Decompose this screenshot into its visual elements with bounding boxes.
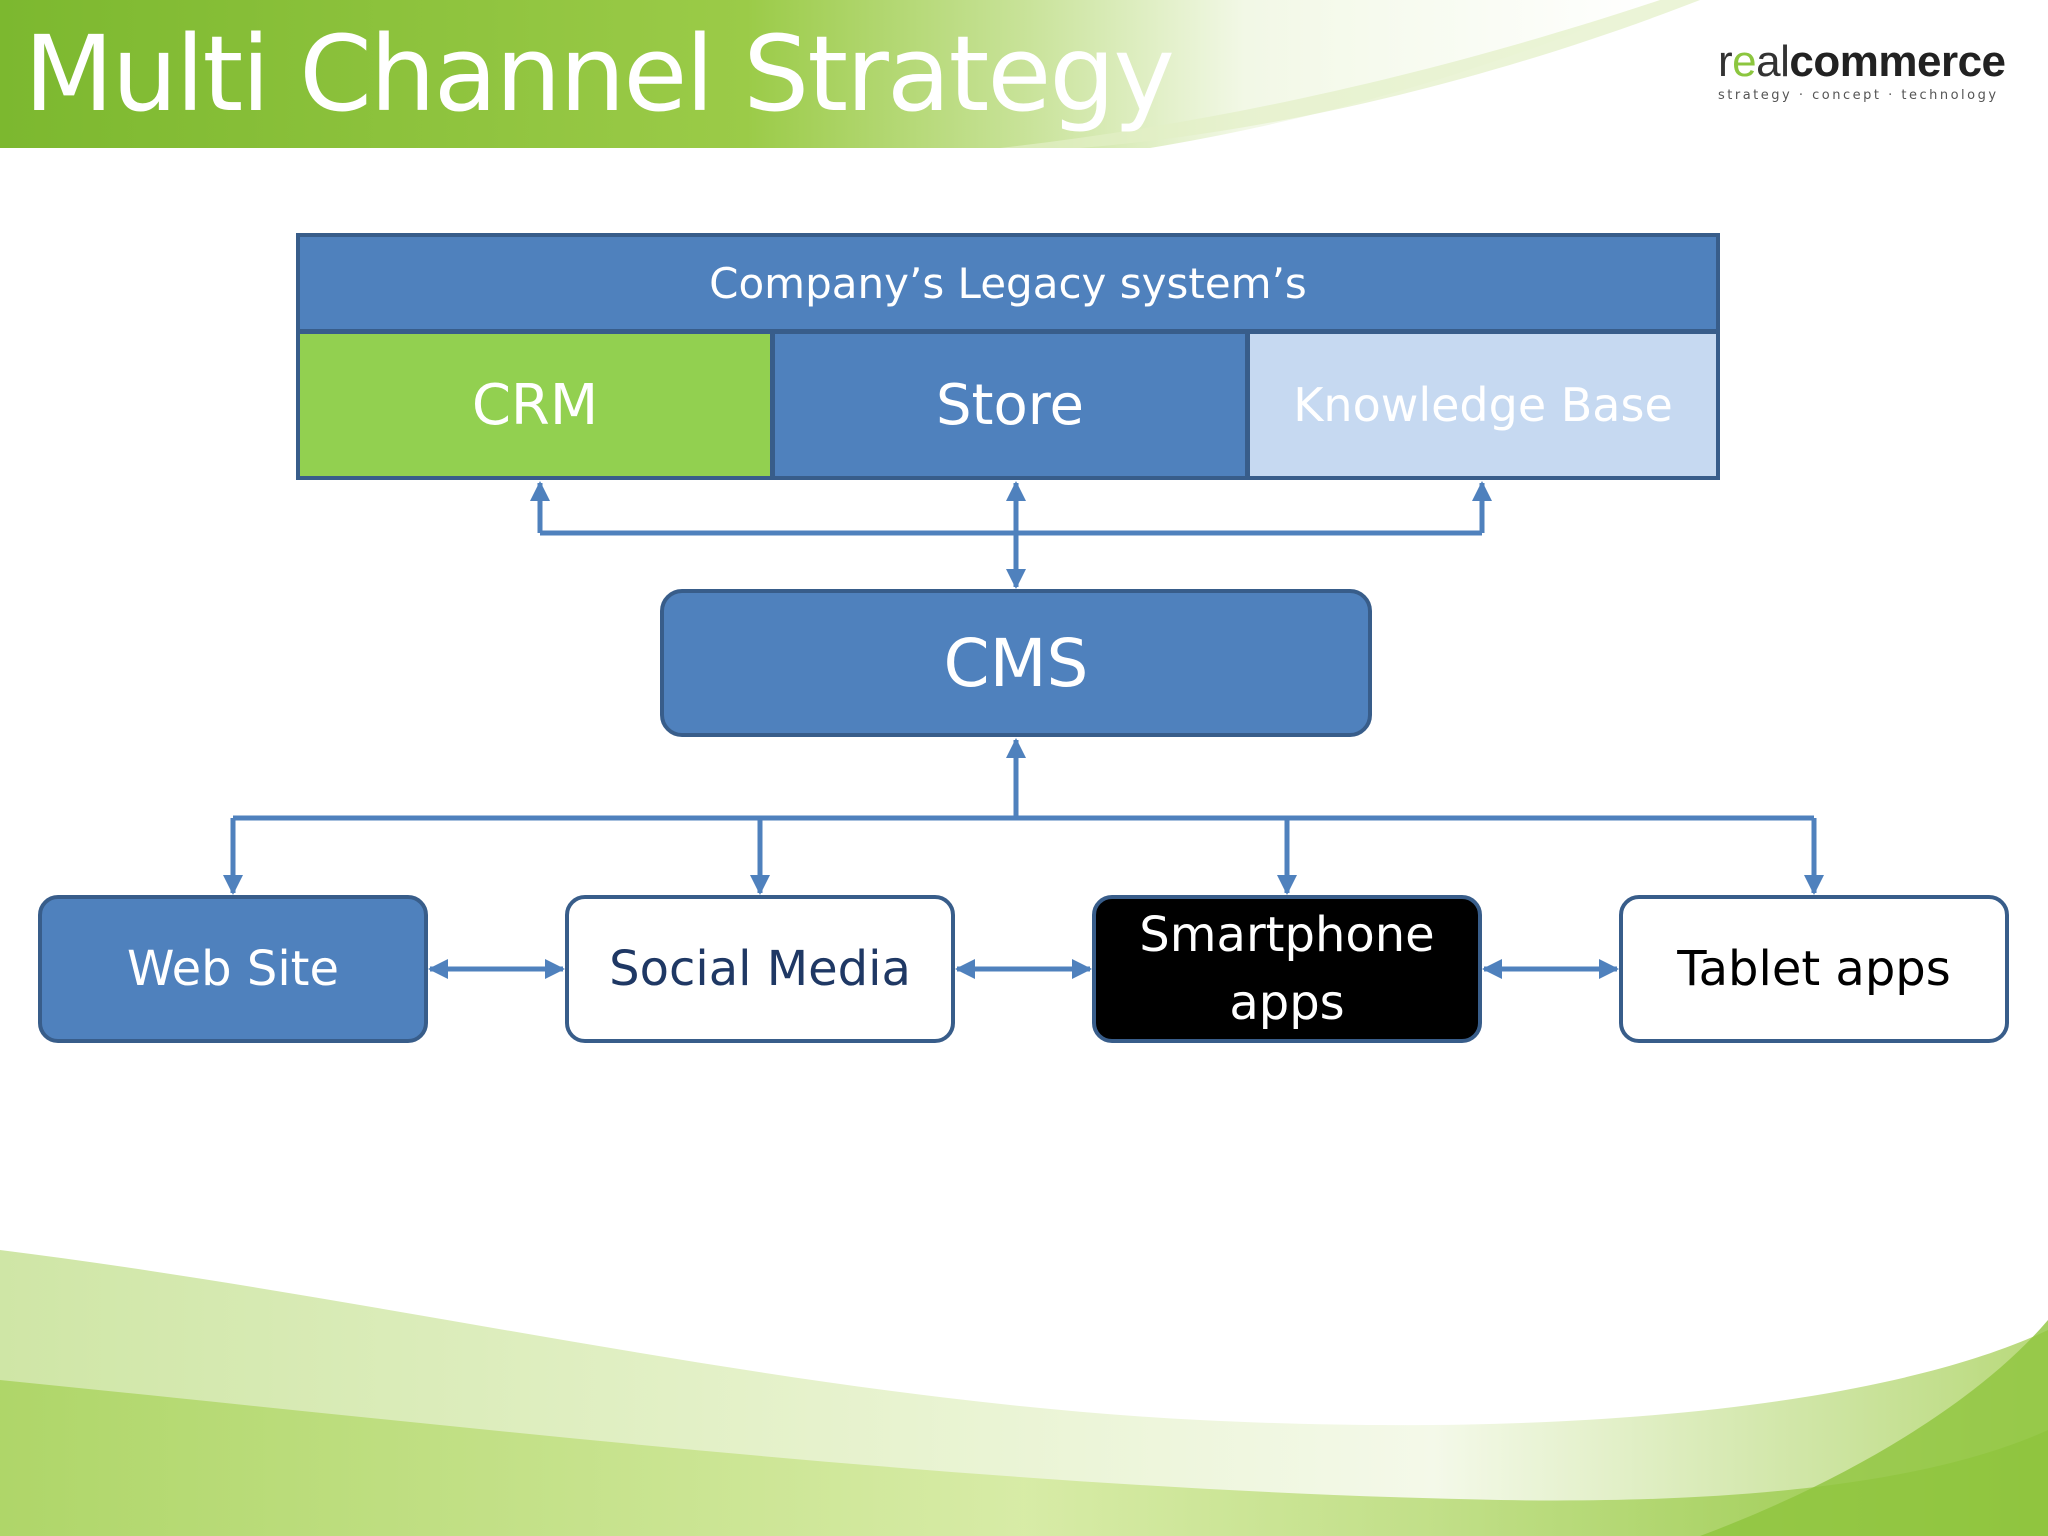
channel-tablet-apps: Tablet apps <box>1619 895 2009 1043</box>
legacy-systems-header: Company’s Legacy system’s <box>296 233 1720 333</box>
channel-social-media: Social Media <box>565 895 955 1043</box>
bottom-wave-dark <box>0 1380 2048 1536</box>
legacy-knowledge-base: Knowledge Base <box>1246 330 1720 480</box>
bottom-right-swoosh <box>1700 1320 2048 1536</box>
logo-word-bold: commerce <box>1789 37 2006 86</box>
channel-web-site: Web Site <box>38 895 428 1043</box>
channel-smartphone-apps: Smartphone apps <box>1092 895 1482 1043</box>
logo-tagline: strategy · concept · technology <box>1718 88 1999 103</box>
legacy-store: Store <box>771 330 1249 480</box>
slide-title: Multi Channel Strategy <box>24 13 1175 135</box>
legacy-crm: CRM <box>296 330 774 480</box>
logo-word-mid: al <box>1756 37 1790 86</box>
top-band-highlight <box>1000 0 1700 148</box>
logo-word-start: r <box>1718 37 1733 86</box>
logo-wordmark: realcommerce <box>1718 38 2018 86</box>
logo-word-accent: e <box>1732 37 1757 86</box>
cms-hub: CMS <box>660 589 1372 737</box>
company-logo: realcommerce strategy · concept · techno… <box>1718 38 2018 108</box>
